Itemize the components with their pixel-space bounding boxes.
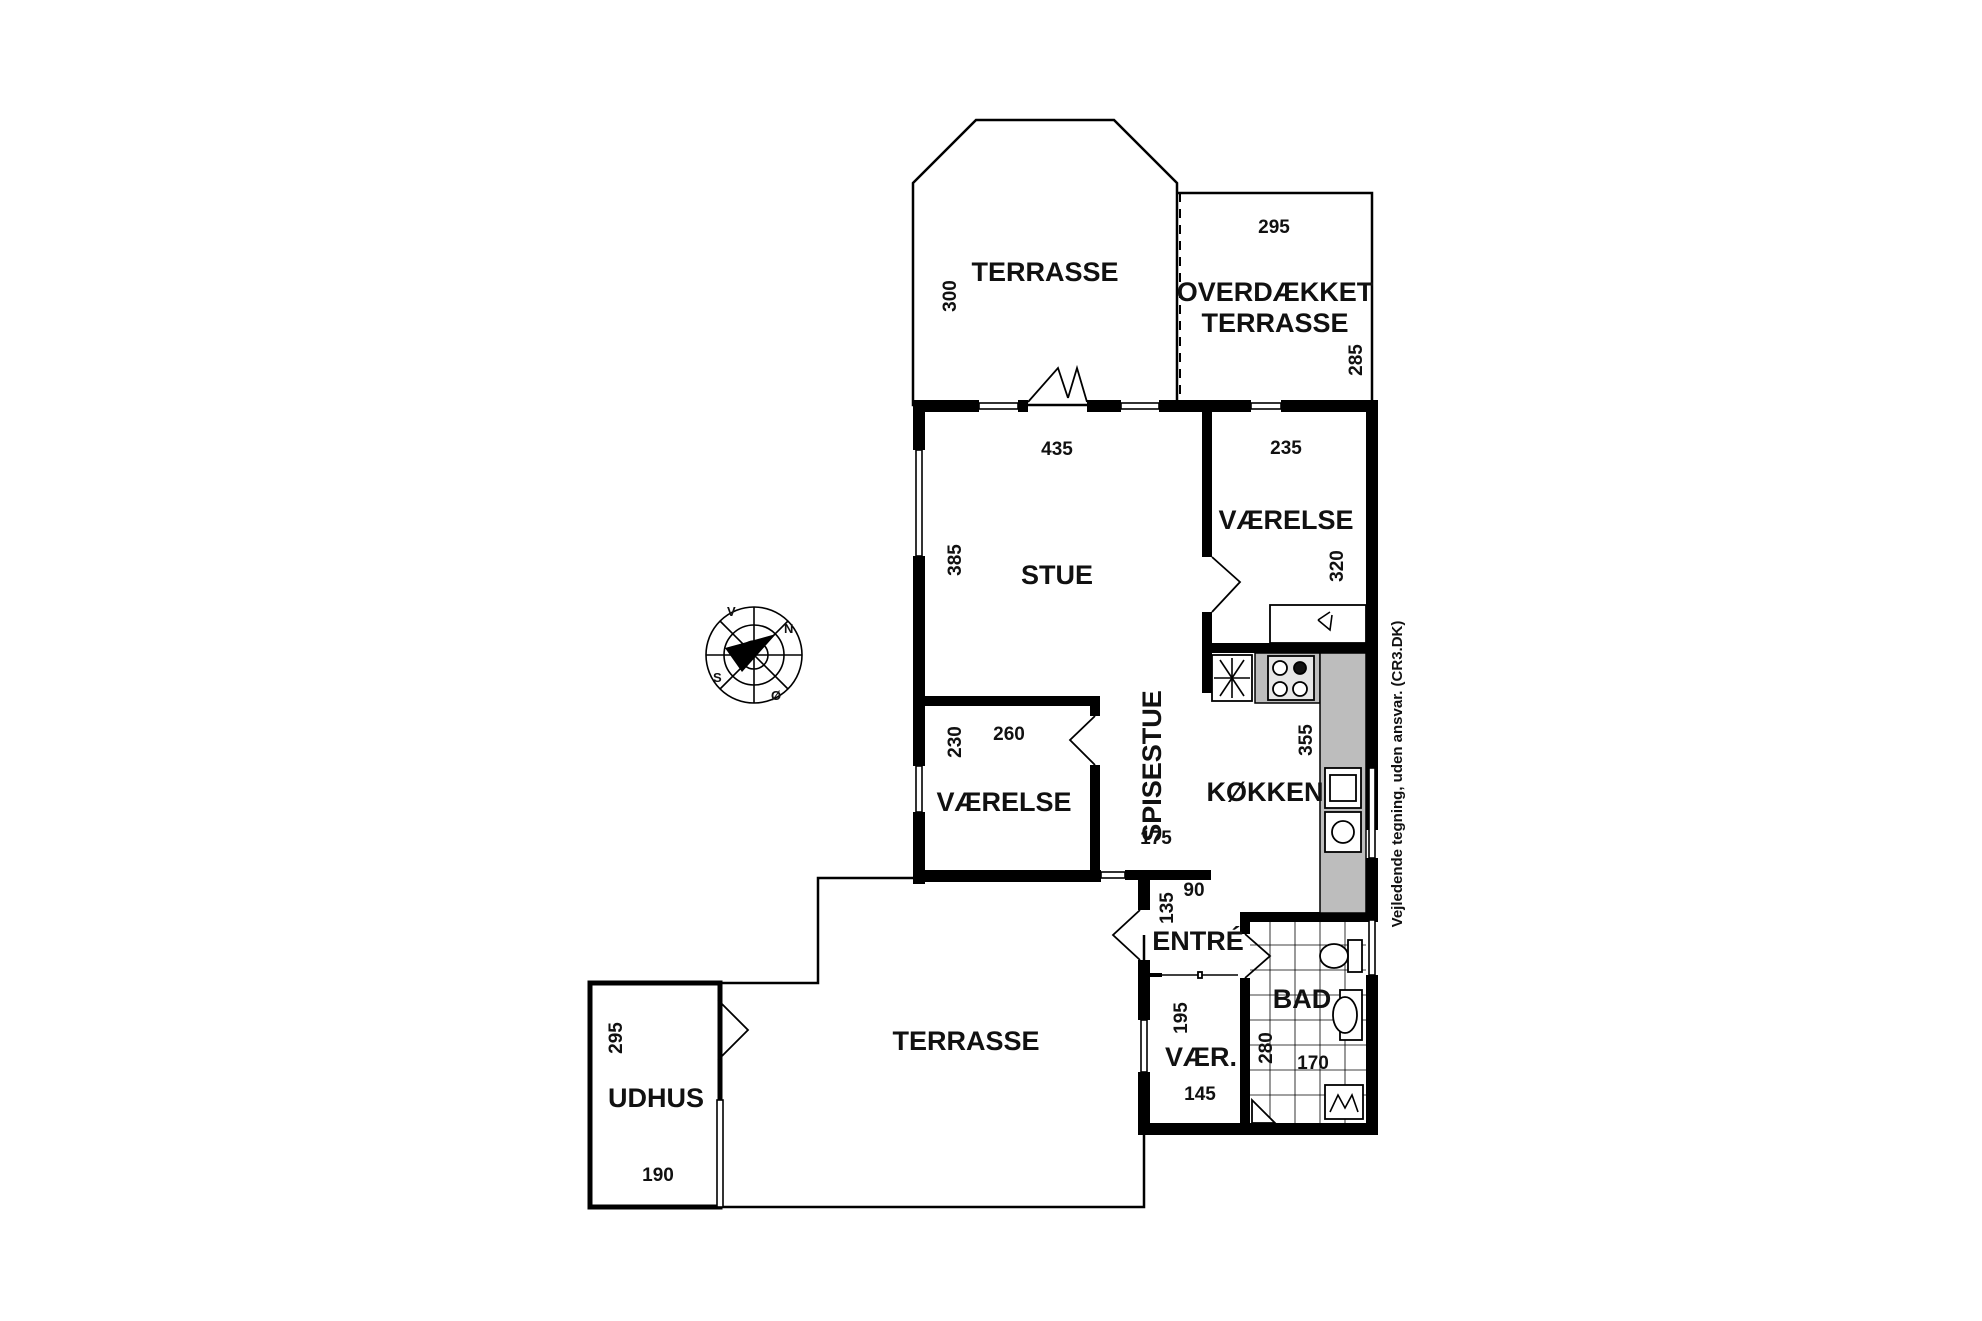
dim-overdaekket-height: 285: [1346, 344, 1367, 376]
label-vaerelse-left: VÆRELSE: [936, 787, 1071, 817]
dim-stue-height: 385: [945, 544, 966, 576]
compass-east: Ø: [771, 688, 781, 703]
compass-needle: [725, 634, 776, 672]
dim-entre-width: 90: [1183, 880, 1204, 901]
compass-south: S: [713, 670, 722, 685]
compass-north: N: [784, 621, 793, 636]
dim-vaer-width: 145: [1184, 1084, 1216, 1105]
dimension-labels: 300 295 285 435 385 235 320 260 230 175 …: [606, 217, 1367, 1186]
dim-udhus-width: 190: [642, 1165, 674, 1186]
dim-koekken-height: 355: [1296, 724, 1317, 756]
compass: N V S Ø: [705, 604, 803, 704]
label-vaer: VÆR.: [1165, 1042, 1237, 1072]
walls: [913, 400, 1378, 1135]
overdaekket-outline: [1177, 191, 1374, 405]
label-stue: STUE: [1021, 560, 1093, 590]
dim-vaerelse-left-height: 230: [945, 726, 966, 758]
label-vaerelse-right: VÆRELSE: [1218, 505, 1353, 535]
dim-bad-width: 170: [1297, 1053, 1329, 1074]
label-terrasse-bottom: TERRASSE: [892, 1026, 1039, 1056]
kitchen-counters: [1211, 604, 1367, 914]
dim-terrasse-top-height: 300: [940, 280, 961, 312]
label-overdaekket-2: TERRASSE: [1201, 308, 1348, 338]
label-koekken: KØKKEN: [1206, 777, 1323, 807]
dim-udhus-height: 295: [606, 1022, 627, 1054]
dim-vaerelse-right-height: 320: [1327, 550, 1348, 582]
label-bad: BAD: [1273, 984, 1332, 1014]
doors: [717, 364, 1272, 1061]
disclaimer-note: Vejledende tegning, uden ansvar. (CR3.DK…: [1389, 621, 1406, 928]
windows: [716, 402, 1376, 1208]
room-labels: TERRASSE OVERDÆKKET TERRASSE STUE VÆRELS…: [608, 257, 1374, 1113]
dim-vaerelse-right-width: 235: [1270, 438, 1302, 459]
dim-entre-height: 135: [1157, 892, 1178, 924]
label-overdaekket-1: OVERDÆKKET: [1177, 277, 1374, 307]
dim-bad-height: 280: [1256, 1032, 1277, 1064]
dim-stue-width: 435: [1041, 439, 1073, 460]
dim-vaer-height: 195: [1171, 1002, 1192, 1034]
label-udhus: UDHUS: [608, 1083, 704, 1113]
label-entre: ENTRÉ: [1152, 925, 1244, 956]
label-terrasse-top: TERRASSE: [971, 257, 1118, 287]
dim-vaerelse-left-width: 260: [993, 724, 1025, 745]
compass-west: V: [727, 604, 736, 619]
dim-spisestue-width: 175: [1140, 828, 1172, 849]
bathroom-fixtures: [1250, 922, 1366, 1124]
label-spisestue: SPISESTUE: [1137, 690, 1167, 842]
dim-overdaekket-width: 295: [1258, 217, 1290, 238]
